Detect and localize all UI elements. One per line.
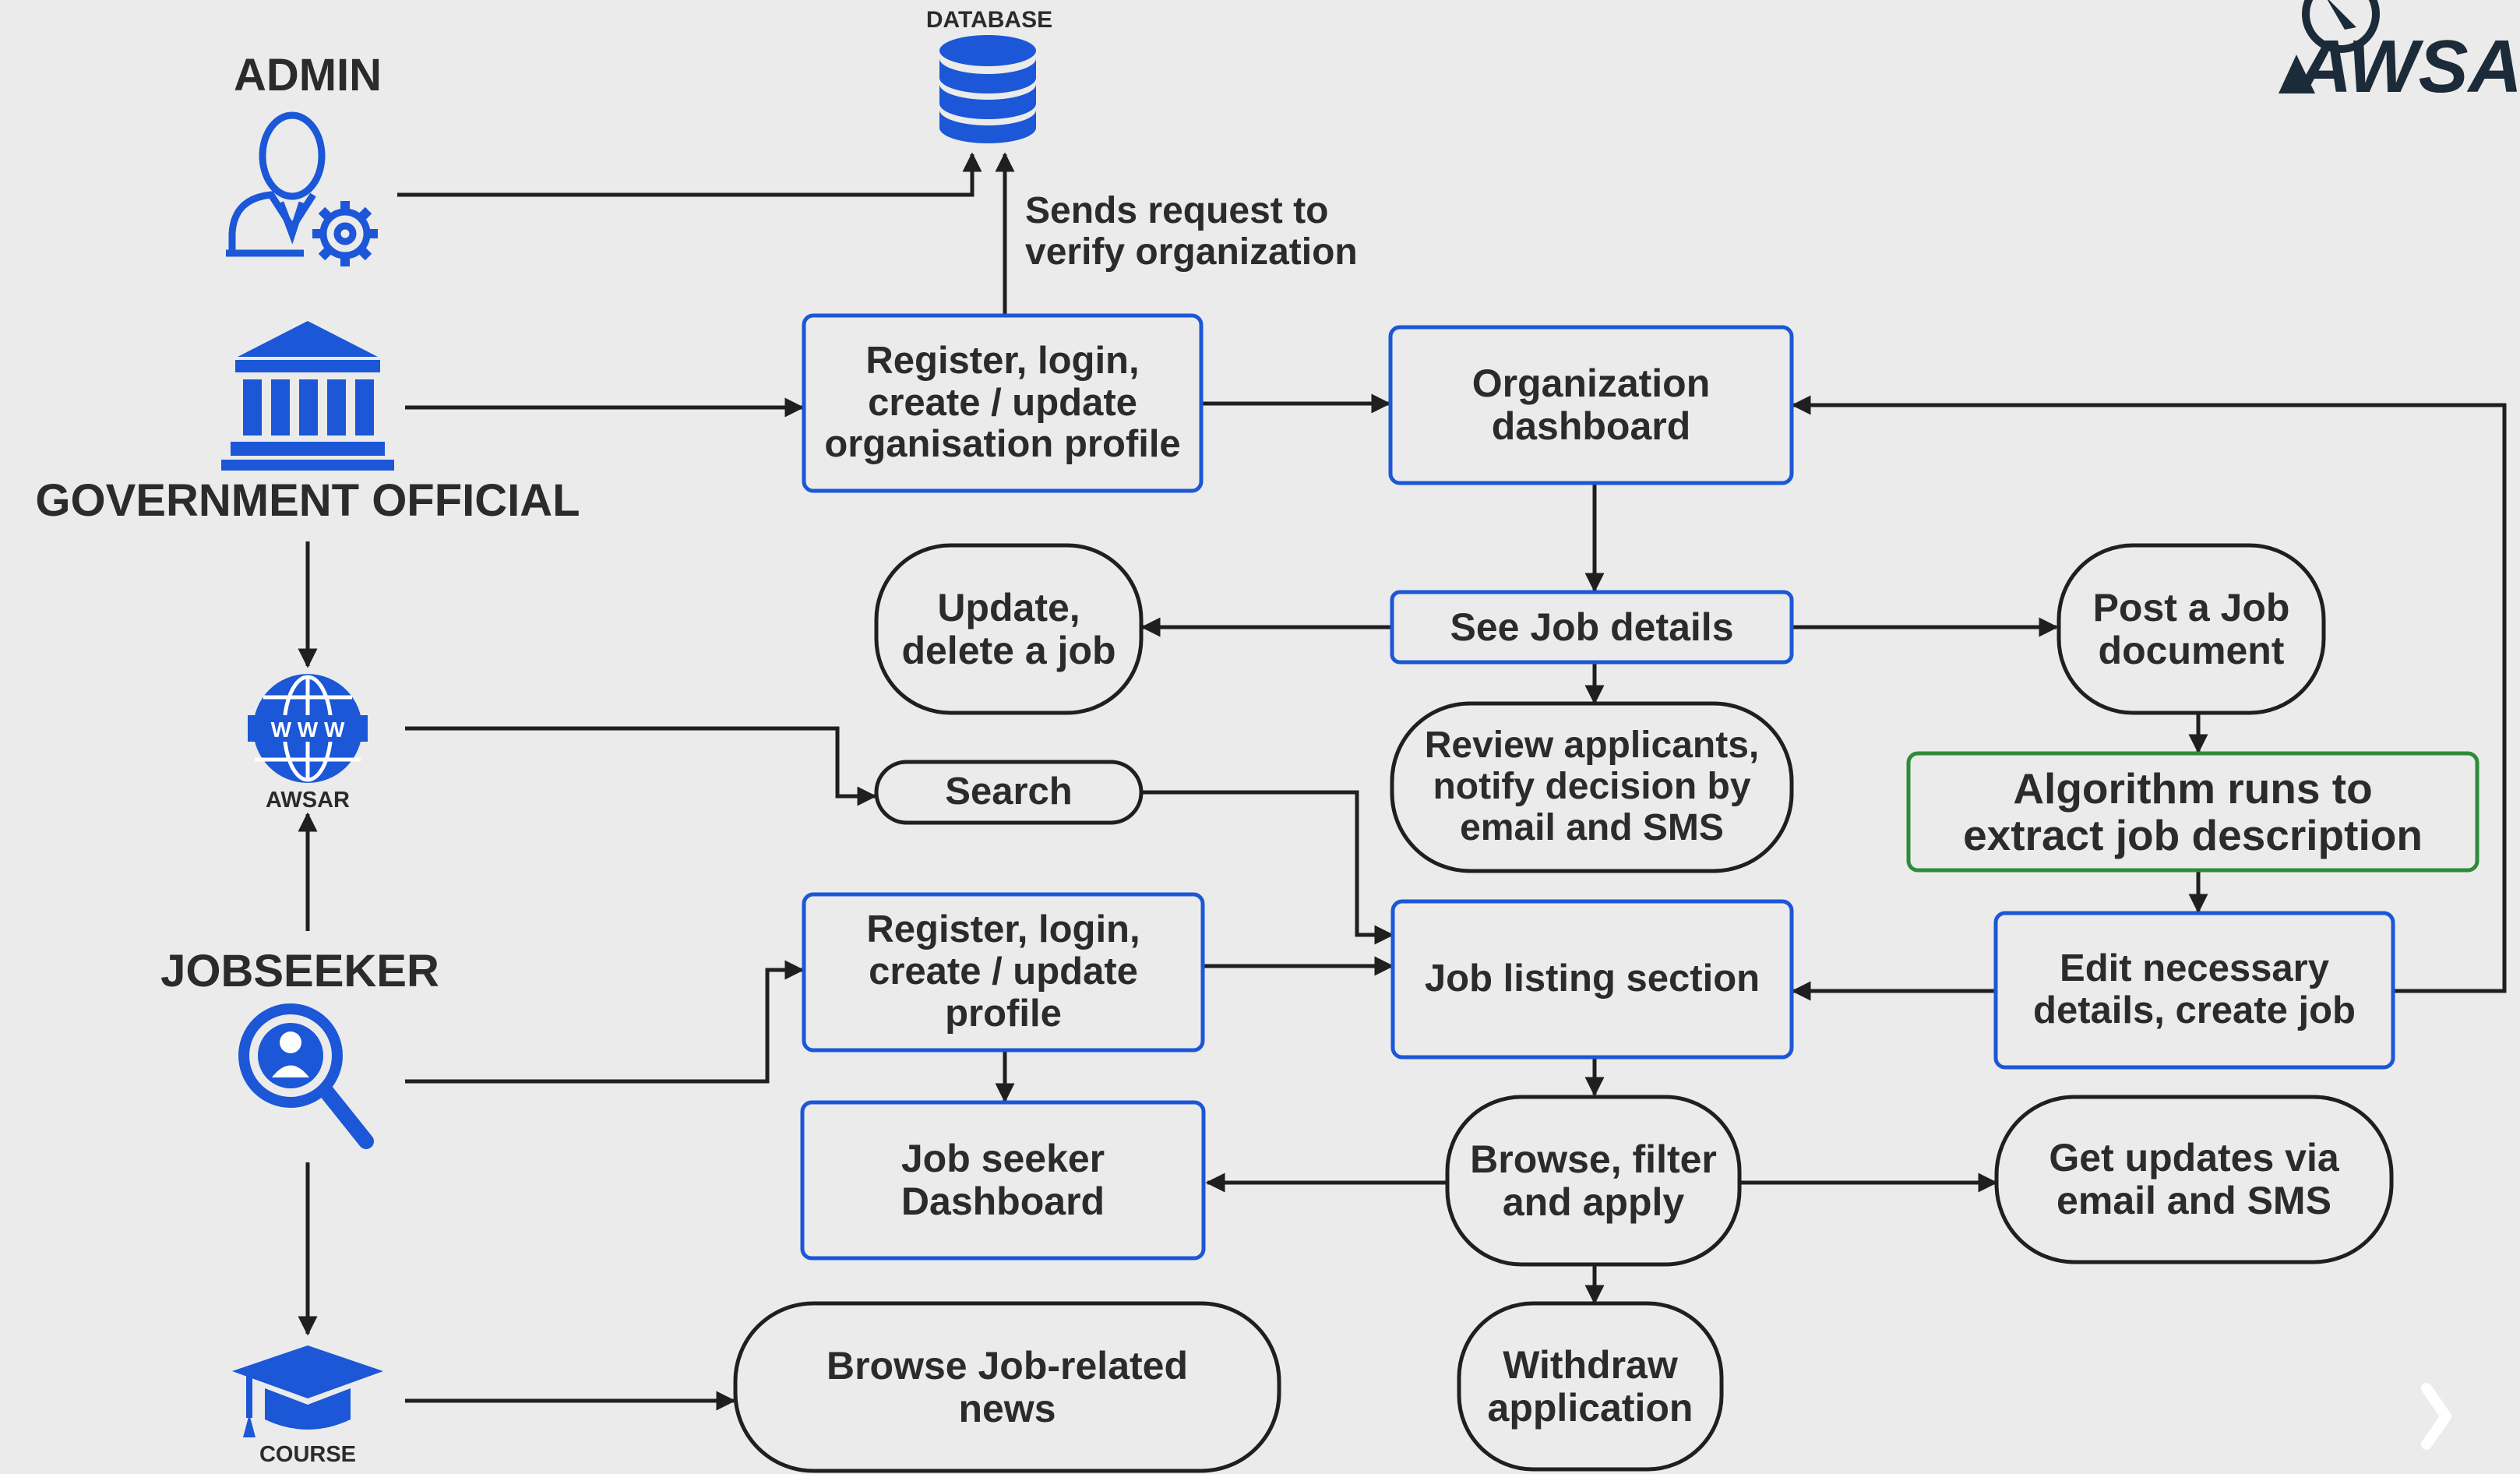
edge-edit-orgdashboard — [1791, 395, 2507, 993]
svg-text:W W W: W W W — [271, 718, 345, 742]
node-post-job-box — [2057, 543, 2326, 715]
node-update-delete-box — [874, 543, 1144, 715]
database-label: DATABASE — [925, 6, 1053, 33]
node-edit-details: Edit necessary details, create job — [2033, 947, 2356, 1031]
node-js-dashboard-box — [800, 1100, 1206, 1261]
node-review-box — [1390, 701, 1794, 873]
node-js-register: Register, login, create / update profile — [866, 908, 1140, 1035]
chevron-right-icon[interactable] — [2421, 1383, 2451, 1450]
edge-awsar-search — [405, 726, 877, 806]
database-icon — [939, 35, 1036, 143]
node-js-dashboard: Job seeker Dashboard — [901, 1137, 1105, 1223]
node-job-listing-box — [1390, 899, 1794, 1060]
node-org-register: Register, login, create / update organis… — [824, 339, 1181, 466]
node-algorithm: Algorithm runs to extract job descriptio… — [1963, 763, 2423, 859]
course-label: COURSE — [259, 1442, 357, 1468]
node-post-job: Post a Job document — [2092, 585, 2290, 672]
edge-admin-database — [397, 152, 982, 197]
jobseeker-label: JOBSEEKER — [160, 946, 439, 997]
node-search: Search — [945, 770, 1073, 813]
verify-organization-annotation: Sends request to verify organization — [1025, 190, 1358, 273]
admin-gear-icon — [226, 111, 378, 266]
svg-text:AWSAR: AWSAR — [2296, 25, 2520, 108]
admin-label: ADMIN — [233, 50, 382, 101]
node-org-register-box — [802, 313, 1204, 493]
www-globe-icon: W W W — [248, 674, 368, 783]
node-browse-apply: Browse, filter and apply — [1470, 1137, 1717, 1224]
graduation-cap-icon — [232, 1345, 383, 1437]
node-org-dashboard: Organization dashboard — [1471, 361, 1711, 448]
node-updates-box — [1994, 1095, 2394, 1264]
node-withdraw-box — [1457, 1301, 1724, 1472]
node-js-register-box — [802, 892, 1205, 1053]
node-withdraw: Withdraw application — [1487, 1342, 1694, 1430]
node-news-box — [733, 1301, 1281, 1473]
edge-jobseeker-register — [405, 960, 805, 1084]
node-browse-apply-box — [1445, 1095, 1742, 1267]
edge-search-joblisting — [1141, 790, 1394, 945]
jobseeker-magnifier-icon — [238, 1003, 374, 1149]
node-edit-details-box — [1993, 911, 2395, 1070]
node-review: Review applicants, notify decision by em… — [1424, 725, 1760, 848]
node-search-box — [874, 760, 1144, 825]
government-official-label: GOVERNMENT OFFICIAL — [35, 474, 580, 526]
node-see-job-details-box — [1390, 590, 1794, 665]
node-algorithm-box — [1906, 751, 2479, 873]
node-update-delete: Update, delete a job — [901, 585, 1116, 672]
node-news: Browse Job-related news — [826, 1343, 1188, 1430]
awsar-label: AWSAR — [266, 788, 350, 813]
awsar-logo: AWSAR — [2279, 0, 2520, 108]
node-org-dashboard-box — [1388, 325, 1794, 485]
node-see-job-details: See Job details — [1450, 605, 1734, 649]
government-building-icon — [221, 321, 394, 471]
node-updates: Get updates via email and SMS — [2049, 1136, 2339, 1222]
node-job-listing: Job listing section — [1424, 957, 1760, 1000]
